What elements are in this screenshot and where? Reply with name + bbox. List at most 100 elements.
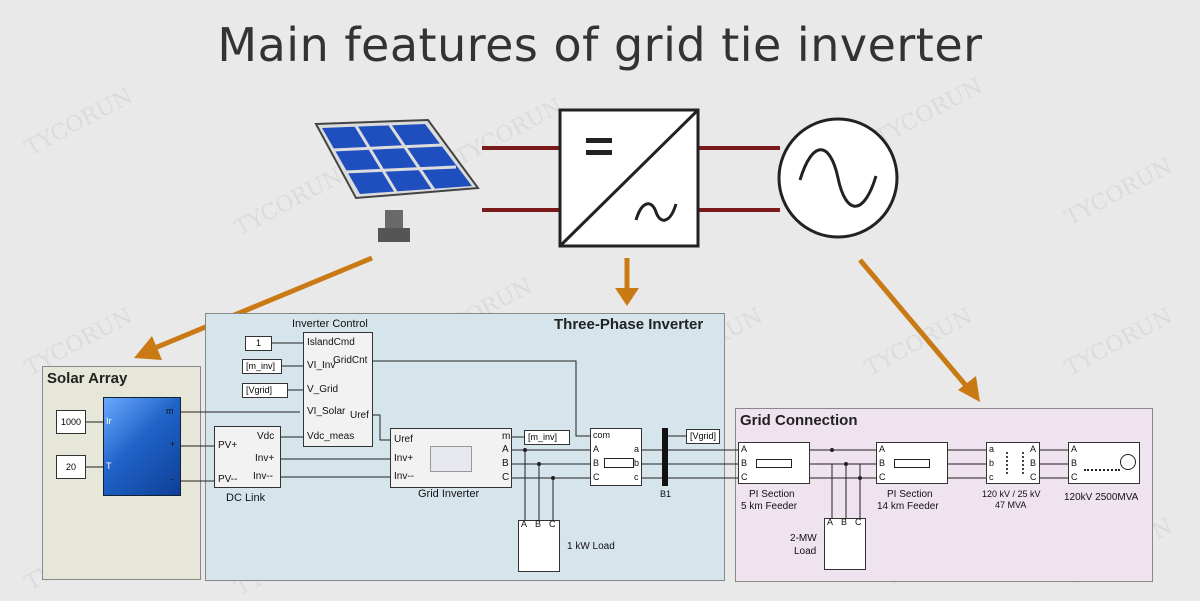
- page-title: Main features of grid tie inverter: [217, 18, 983, 72]
- goto-tag-vgrid[interactable]: [Vgrid]: [686, 429, 720, 444]
- tr-port-c: c: [989, 472, 994, 482]
- tr-port-a2: A: [1030, 444, 1037, 454]
- pi2-label2: 14 km Feeder: [877, 501, 939, 512]
- meas-port-com: com: [593, 430, 611, 440]
- gi-port-invminus: Inv--: [394, 471, 414, 482]
- solar-panel-icon: [314, 118, 480, 242]
- dc-port-invminus: Inv--: [253, 471, 273, 482]
- pi1-label1: PI Section: [749, 489, 795, 500]
- tr-port-c2: C: [1030, 472, 1037, 482]
- power-lines: [482, 146, 780, 212]
- gi-port-uref: Uref: [394, 434, 413, 445]
- gi-port-m: m: [502, 431, 511, 442]
- bus-bar: [662, 428, 668, 486]
- port-v-grid: V_Grid: [307, 384, 339, 395]
- pi-section-icon: [894, 459, 930, 468]
- bus-label: B1: [660, 489, 672, 499]
- meas-port-b2: b: [634, 458, 640, 468]
- load1-port-c: C: [549, 519, 556, 529]
- pv-port-plus: +: [170, 439, 176, 449]
- pi1-label2: 5 km Feeder: [741, 501, 798, 512]
- port-islandcmd: IslandCmd: [307, 337, 355, 348]
- load2-port-b: B: [841, 517, 848, 527]
- pv-port-minus: -: [171, 474, 174, 484]
- port-gridcnt: GridCnt: [333, 355, 368, 366]
- transformer-label2: 47 MVA: [995, 500, 1027, 510]
- pi2-port-c: C: [879, 472, 886, 482]
- dc-link-label: DC Link: [226, 492, 266, 504]
- resistor-icon: [604, 458, 634, 468]
- load-1kw-block[interactable]: [518, 520, 560, 572]
- grid-connection-panel: [735, 408, 1153, 582]
- pv-port-ir: Ir: [106, 416, 112, 426]
- meas-port-a2: a: [634, 444, 640, 454]
- pv-port-t: T: [106, 461, 112, 471]
- three-phase-title: Three-Phase Inverter: [554, 316, 704, 333]
- transformer-block[interactable]: [986, 442, 1040, 484]
- meas-port-c: C: [593, 472, 600, 482]
- pi1-port-a: A: [741, 444, 748, 454]
- dc-link-block[interactable]: [214, 426, 281, 488]
- transformer-coil-icon: [1006, 452, 1024, 474]
- gi-port-a: A: [502, 444, 509, 455]
- meas-port-a: A: [593, 444, 600, 454]
- goto-tag-m-inv[interactable]: [m_inv]: [524, 430, 570, 445]
- from-tag-vgrid[interactable]: [Vgrid]: [242, 383, 288, 398]
- island-constant[interactable]: 1: [245, 336, 272, 351]
- solar-array-title: Solar Array: [47, 370, 128, 387]
- pi-section-14km-block[interactable]: [876, 442, 948, 484]
- from-tag-m-inv[interactable]: [m_inv]: [242, 359, 282, 374]
- tr-port-b: b: [989, 458, 995, 468]
- dc-port-vdc: Vdc: [257, 431, 275, 442]
- pi2-port-a: A: [879, 444, 886, 454]
- port-uref-out: Uref: [350, 410, 369, 421]
- inverter-control-block[interactable]: [303, 332, 373, 447]
- pv-port-m: m: [166, 406, 174, 416]
- inverter-bridge-icon: [430, 446, 472, 472]
- load2-port-c: C: [855, 517, 862, 527]
- converter-icon: [558, 108, 700, 248]
- gi-port-invplus: Inv+: [394, 453, 414, 464]
- dc-port-invplus: Inv+: [255, 453, 275, 464]
- ac-source-icon: [777, 117, 899, 239]
- inverter-control-title: Inverter Control: [292, 318, 368, 330]
- grid-inverter-label: Grid Inverter: [418, 488, 480, 500]
- ac-source-small-icon: [1120, 454, 1136, 470]
- meas-port-b: B: [593, 458, 600, 468]
- transformer-label1: 120 kV / 25 kV: [982, 489, 1041, 499]
- load-2mw-block[interactable]: [824, 518, 866, 570]
- pi2-port-b: B: [879, 458, 886, 468]
- dc-port-pvminus: PV--: [218, 474, 238, 485]
- pi-section-icon: [756, 459, 792, 468]
- src-port-b: B: [1071, 458, 1078, 468]
- temperature-constant[interactable]: 20: [56, 455, 86, 479]
- source-label: 120kV 2500MVA: [1064, 492, 1139, 503]
- dc-port-pvplus: PV+: [218, 440, 238, 451]
- load-2mw-label2: Load: [794, 546, 817, 557]
- tr-port-b2: B: [1030, 458, 1037, 468]
- port-vdc-meas: Vdc_meas: [307, 431, 355, 442]
- meas-port-c2: c: [634, 472, 639, 482]
- pi-section-5km-block[interactable]: [738, 442, 810, 484]
- pi1-port-c: C: [741, 472, 748, 482]
- pv-array-block[interactable]: [103, 397, 181, 496]
- port-vi-inv: VI_Inv: [307, 360, 336, 371]
- measurement-block[interactable]: [590, 428, 642, 486]
- src-port-a: A: [1071, 444, 1078, 454]
- source-coil-icon: [1084, 455, 1120, 471]
- port-vi-solar: VI_Solar: [307, 406, 346, 417]
- src-port-c: C: [1071, 472, 1078, 482]
- grid-connection-title: Grid Connection: [740, 412, 858, 429]
- tr-port-a: a: [989, 444, 995, 454]
- pointer-arrows: [134, 255, 980, 402]
- gi-port-c: C: [502, 472, 510, 483]
- load-2mw-label1: 2-MW: [790, 533, 817, 544]
- irradiance-constant[interactable]: 1000: [56, 410, 86, 434]
- pi2-label1: PI Section: [887, 489, 933, 500]
- load2-port-a: A: [827, 517, 834, 527]
- gi-port-b: B: [502, 458, 509, 469]
- load1-port-b: B: [535, 519, 542, 529]
- pi1-port-b: B: [741, 458, 748, 468]
